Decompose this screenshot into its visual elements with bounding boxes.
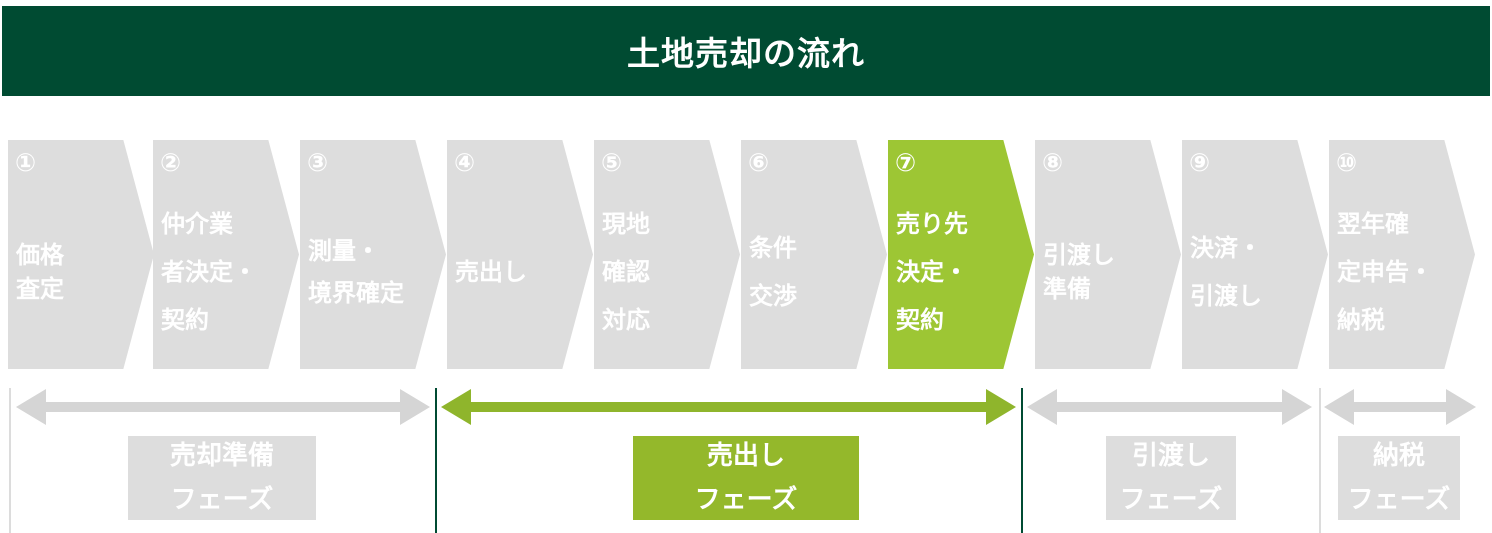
step-label: 決済・引渡し [1190, 182, 1315, 362]
step-label: 引渡し準備 [1043, 182, 1168, 362]
step-number: ③ [307, 148, 329, 177]
phase-label-line: フェーズ [170, 485, 274, 515]
step-label: 売出し [455, 182, 580, 362]
step-label-line: 契約 [161, 306, 209, 334]
step-number: ⑦ [895, 148, 917, 177]
phase-divider [1319, 388, 1321, 533]
step-chevron-1: ① 価格査定 [8, 140, 154, 369]
step-label: 仲介業者決定・契約 [161, 182, 286, 362]
step-label: 現地確認対応 [602, 182, 727, 362]
step-chevron-10: ⑩ 翌年確定申告・納税 [1329, 140, 1475, 369]
step-chevron-7: ⑦ 売り先決定・契約 [888, 140, 1034, 369]
step-label-line: 査定 [16, 275, 64, 303]
phase-label-box: 売却準備フェーズ [128, 436, 316, 520]
step-label: 翌年確定申告・納税 [1337, 182, 1462, 362]
step-number: ⑥ [748, 148, 770, 177]
step-label: 売り先決定・契約 [896, 182, 1021, 362]
phase-label-box: 売出しフェーズ [633, 436, 859, 520]
step-label-line: 引渡し [1043, 241, 1115, 269]
phase-label-line: フェーズ [1347, 485, 1451, 515]
step-label-line: 確認 [602, 258, 650, 286]
step-label-line: 測量・ [308, 237, 380, 265]
step-chevron-2: ② 仲介業者決定・契約 [153, 140, 299, 369]
step-label-line: 者決定・ [161, 258, 257, 286]
step-label: 価格査定 [16, 182, 141, 362]
step-label-line: 契約 [896, 306, 944, 334]
step-label-line: 売り先 [896, 210, 968, 238]
phase-label-line: 引渡し [1131, 441, 1210, 471]
phase-divider [9, 388, 11, 533]
step-label: 測量・境界確定 [308, 182, 433, 362]
step-label-line: 決済・ [1190, 234, 1262, 262]
phase-label-line: フェーズ [694, 485, 798, 515]
step-number: ⑩ [1336, 148, 1358, 177]
step-label-line: 条件 [749, 234, 797, 262]
step-label-line: 境界確定 [308, 279, 404, 307]
phase-label-line: 納税 [1372, 441, 1425, 471]
step-number: ⑤ [601, 148, 623, 177]
step-label-line: 売出し [455, 258, 527, 286]
phase-divider [435, 388, 437, 533]
phase-arrow-2 [441, 389, 1016, 425]
step-chevron-4: ④ 売出し [447, 140, 593, 369]
step-chevron-9: ⑨ 決済・引渡し [1182, 140, 1328, 369]
phase-label-box: 引渡しフェーズ [1106, 436, 1236, 520]
step-label: 条件交渉 [749, 182, 874, 362]
step-label-line: 交渉 [749, 282, 797, 310]
step-chevron-8: ⑧ 引渡し準備 [1035, 140, 1181, 369]
phase-divider [1021, 388, 1023, 533]
step-number: ② [160, 148, 182, 177]
page-title: 土地売却の流れ [627, 34, 865, 73]
step-label-line: 引渡し [1190, 282, 1262, 310]
step-chevron-6: ⑥ 条件交渉 [741, 140, 887, 369]
step-label-line: 仲介業 [161, 210, 233, 238]
step-label-line: 現地 [602, 210, 650, 238]
step-label-line: 準備 [1043, 275, 1091, 303]
phase-label-box: 納税フェーズ [1338, 436, 1460, 520]
step-label-line: 定申告・ [1337, 258, 1433, 286]
step-label-line: 価格 [16, 241, 64, 269]
phase-arrow-1 [16, 389, 430, 425]
phase-label-line: 売出し [706, 441, 785, 471]
step-label-line: 決定・ [896, 258, 968, 286]
step-label-line: 納税 [1337, 306, 1385, 334]
step-number: ① [15, 148, 37, 177]
title-banner: 土地売却の流れ [2, 6, 1490, 96]
phase-label-line: 売却準備 [169, 441, 274, 471]
phase-arrow-3 [1027, 389, 1312, 425]
phase-label-line: フェーズ [1119, 485, 1223, 515]
step-chevron-5: ⑤ 現地確認対応 [594, 140, 740, 369]
step-label-line: 対応 [602, 306, 650, 334]
step-number: ④ [454, 148, 476, 177]
step-label-line: 翌年確 [1337, 210, 1409, 238]
step-number: ⑨ [1189, 148, 1211, 177]
phase-arrow-4 [1324, 389, 1476, 425]
step-number: ⑧ [1042, 148, 1064, 177]
step-chevron-3: ③ 測量・境界確定 [300, 140, 446, 369]
